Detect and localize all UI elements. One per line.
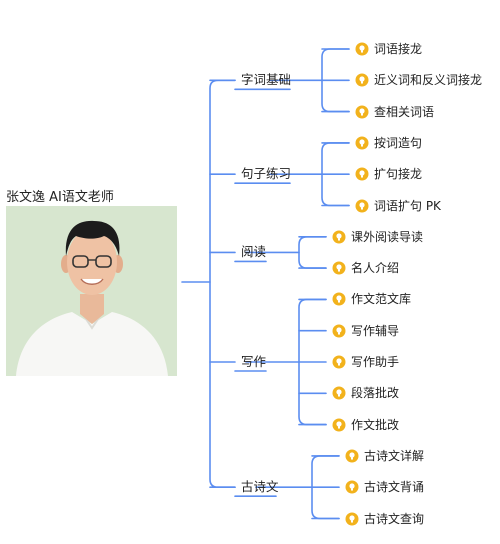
feature-item[interactable]: 古诗文背诵 (345, 479, 424, 495)
teacher-avatar (6, 206, 177, 376)
feature-item[interactable]: 写作辅导 (332, 323, 399, 339)
feature-item[interactable]: 古诗文查询 (345, 511, 424, 527)
feature-item-label: 名人介绍 (351, 261, 400, 276)
feature-item-label: 词语接龙 (374, 42, 423, 56)
feature-item-label: 古诗文查询 (364, 511, 425, 526)
feature-item-label: 按词造句 (374, 135, 423, 150)
feature-item-label: 查相关词语 (374, 104, 435, 119)
feature-item-label: 课外阅读导读 (351, 229, 424, 244)
feature-item[interactable]: 作文批改 (332, 417, 399, 433)
feature-item-label: 作文范文库 (351, 292, 412, 307)
feature-item[interactable]: 扩句接龙 (355, 166, 422, 182)
feature-item-label: 写作助手 (351, 355, 400, 369)
feature-item-label: 近义词和反义词接龙 (374, 73, 483, 88)
lightbulb-icon (355, 167, 369, 181)
feature-item[interactable]: 词语接龙 (355, 41, 422, 57)
feature-item-label: 词语扩句 PK (374, 198, 441, 213)
lightbulb-icon (345, 449, 359, 463)
feature-item-label: 扩句接龙 (374, 167, 423, 182)
feature-item-label: 古诗文背诵 (364, 480, 425, 495)
lightbulb-icon (332, 386, 346, 400)
feature-item[interactable]: 段落批改 (332, 385, 399, 401)
teacher-name: 张文逸 AI语文老师 (6, 190, 114, 205)
lightbulb-icon (355, 199, 369, 212)
lightbulb-icon (332, 261, 346, 275)
feature-item[interactable]: 古诗文详解 (345, 448, 424, 464)
connector-line (298, 236, 327, 269)
lightbulb-icon (332, 230, 346, 244)
feature-item[interactable]: 词语扩句 PK (355, 198, 441, 214)
feature-item[interactable]: 近义词和反义词接龙 (355, 72, 482, 88)
lightbulb-icon (345, 512, 359, 525)
category-3[interactable]: 写作 (241, 354, 267, 369)
feature-item[interactable]: 写作助手 (332, 354, 399, 370)
feature-item[interactable]: 名人介绍 (332, 260, 399, 276)
lightbulb-icon (332, 418, 346, 432)
feature-item[interactable]: 作文范文库 (332, 291, 411, 307)
lightbulb-icon (332, 324, 346, 338)
lightbulb-icon (355, 136, 369, 150)
lightbulb-icon (355, 42, 369, 56)
lightbulb-icon (355, 73, 369, 87)
lightbulb-icon (332, 355, 346, 369)
feature-item[interactable]: 查相关词语 (355, 104, 434, 120)
connector-line (209, 79, 236, 488)
lightbulb-icon (355, 105, 369, 119)
feature-item-label: 作文批改 (351, 417, 400, 432)
category-1[interactable]: 句子练习 (241, 166, 292, 182)
feature-item-label: 段落批改 (351, 386, 400, 401)
feature-item[interactable]: 按词造句 (355, 135, 422, 151)
lightbulb-icon (345, 480, 359, 494)
feature-item[interactable]: 课外阅读导读 (332, 229, 423, 245)
category-4[interactable]: 古诗文 (241, 479, 279, 495)
category-2[interactable]: 阅读 (241, 244, 267, 260)
feature-item-label: 古诗文详解 (364, 448, 425, 463)
category-0[interactable]: 字词基础 (241, 72, 292, 88)
lightbulb-icon (332, 292, 346, 306)
feature-item-label: 写作辅导 (351, 323, 400, 338)
